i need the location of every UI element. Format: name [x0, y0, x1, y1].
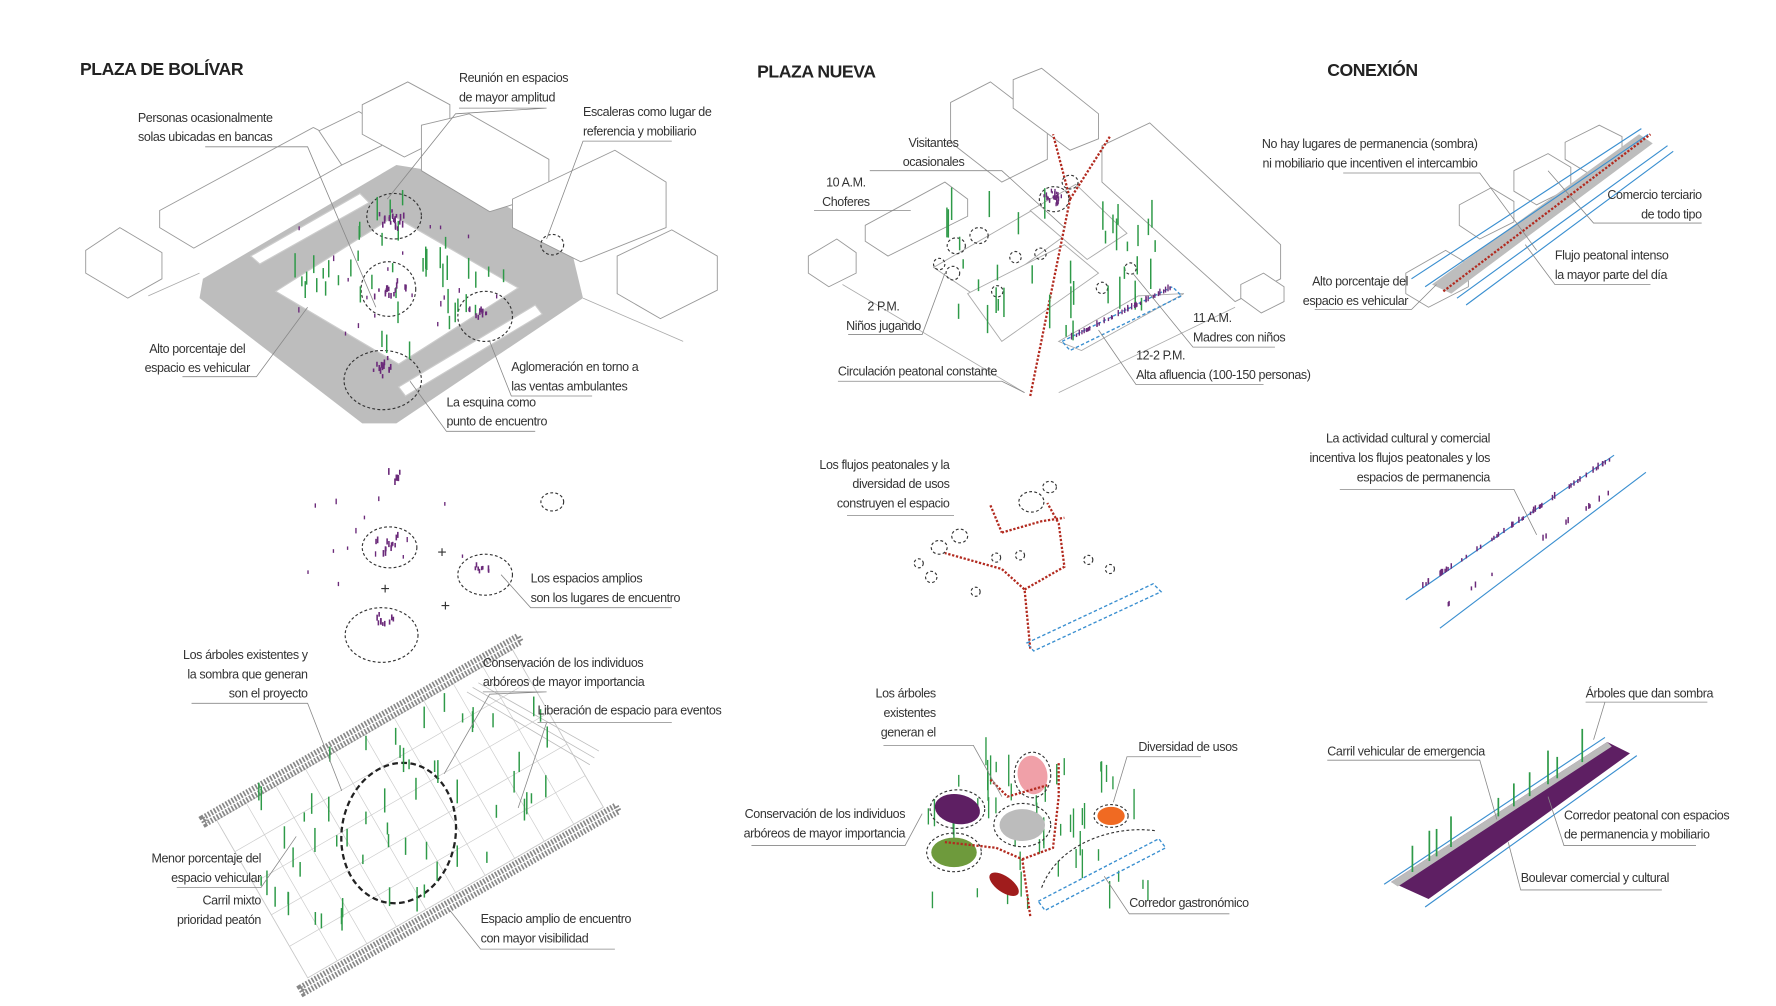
label-plaza-bolivar-carril-mixto: prioridad peatón: [177, 913, 261, 927]
label-conexion-corredor: de permanencia y mobiliario: [1564, 828, 1710, 842]
label-plaza-nueva-madres: 11 A.M.: [1193, 311, 1232, 325]
boulevard-strip: [1391, 741, 1630, 900]
label-conexion-alto-vehicular: espacio es vehicular: [1303, 294, 1409, 308]
trees: [294, 190, 505, 359]
label-conexion-boulevar: Boulevar comercial y cultural: [1521, 871, 1669, 885]
label-plaza-nueva-madres: Madres con niños: [1193, 330, 1285, 344]
label-plaza-nueva-choferes: Choferes: [822, 195, 870, 209]
plaza-square: [274, 215, 520, 365]
label-plaza-nueva-ninos: 2 P.M.: [867, 300, 899, 314]
label-plaza-bolivar-reunion: Reunión en espacios: [459, 71, 568, 85]
label-conexion-actividad: espacios de permanencia: [1357, 470, 1491, 484]
plaza-nueva-map: [807, 67, 1285, 397]
label-conexion-actividad: incentiva los flujos peatonales y los: [1309, 451, 1490, 465]
plaza-bolivar-people-diagram: + + +: [307, 468, 565, 663]
leader-lines: [176, 107, 1708, 950]
label-plaza-nueva-afluencia: 12-2 P.M.: [1136, 349, 1185, 363]
use-area-orange: [1097, 806, 1125, 826]
label-plaza-nueva-circulacion: Circulación peatonal constante: [838, 365, 997, 379]
label-plaza-bolivar-espacios-amplios: Los espacios amplios: [531, 572, 643, 586]
label-conexion-no-hay: ni mobiliario que incentiven el intercam…: [1263, 156, 1478, 170]
section-title-plaza-nueva: PLAZA NUEVA: [757, 61, 876, 81]
label-conexion-actividad: La actividad cultural y comercial: [1326, 432, 1490, 446]
label-plaza-bolivar-arboles-existentes: la sombra que generan: [187, 667, 308, 681]
use-area-red: [989, 872, 1019, 896]
label-plaza-nueva-flujos: diversidad de usos: [852, 477, 949, 491]
label-plaza-bolivar-liberacion: Liberación de espacio para eventos: [537, 704, 721, 718]
label-plaza-bolivar-menor-vehicular: espacio vehicular: [171, 871, 261, 885]
svg-text:+: +: [437, 545, 446, 562]
label-conexion-arboles-sombra: Árboles que dan sombra: [1586, 686, 1714, 701]
buildings: [807, 67, 1285, 314]
label-plaza-nueva-visitantes: ocasionales: [903, 155, 965, 169]
label-plaza-bolivar-menor-vehicular: Menor porcentaje del: [151, 852, 260, 866]
svg-text:+: +: [441, 598, 450, 615]
label-conexion-corredor: Corredor peatonal con espacios: [1564, 808, 1729, 822]
svg-text:+: +: [380, 581, 389, 598]
label-plaza-bolivar-reunion: de mayor amplitud: [459, 90, 556, 104]
label-plaza-bolivar-personas: Personas ocasionalmente: [138, 111, 273, 125]
label-conexion-no-hay: No hay lugares de permanencia (sombra): [1262, 137, 1478, 151]
label-conexion-alto-vehicular: Alto porcentaje del: [1312, 275, 1408, 289]
label-plaza-bolivar-carril-mixto: Carril mixto: [203, 894, 262, 908]
plaza-bolivar-map: [85, 81, 718, 424]
label-conexion-comercio: Comercio terciario: [1607, 188, 1702, 202]
buildings: [85, 81, 718, 320]
label-plaza-bolivar-espacio-amplio: Espacio amplio de encuentro: [481, 912, 632, 926]
event-space-circle: [340, 761, 458, 905]
label-plaza-bolivar-aglomeracion: Aglomeración en torno a: [511, 360, 638, 374]
label-plaza-bolivar-alto-vehicular: Alto porcentaje del: [149, 342, 245, 356]
label-plaza-nueva-flujos: construyen el espacio: [837, 497, 950, 511]
use-area-pink: [1017, 755, 1048, 795]
label-plaza-nueva-ninos: Niños jugando: [846, 319, 921, 333]
label-plaza-bolivar-personas: solas ubicadas en bancas: [138, 130, 272, 144]
label-plaza-nueva-gastronomico: Corredor gastronómico: [1129, 896, 1249, 910]
label-plaza-nueva-conservacion: arbóreos de mayor importancia: [744, 827, 906, 841]
label-plaza-nueva-visitantes: Visitantes: [909, 136, 959, 150]
label-plaza-bolivar-aglomeracion: las ventas ambulantes: [511, 379, 627, 393]
label-plaza-bolivar-escaleras: Escaleras como lugar de: [583, 105, 712, 119]
plaza-nueva-flows-diagram: [913, 480, 1163, 652]
label-plaza-nueva-choferes: 10 A.M.: [826, 176, 866, 190]
plaza-nueva-uses-diagram: [926, 737, 1167, 917]
label-plaza-nueva-arboles: generan el: [881, 725, 936, 739]
label-plaza-bolivar-espacios-amplios: son los lugares de encuentro: [531, 591, 681, 605]
conexion-proposal: [1383, 728, 1638, 908]
label-conexion-comercio: de todo tipo: [1641, 207, 1702, 221]
label-plaza-nueva-diversidad: Diversidad de usos: [1138, 740, 1237, 754]
vehicular-road: [1431, 134, 1653, 294]
label-plaza-nueva-flujos: Los flujos peatonales y la: [819, 458, 949, 472]
use-area-gray: [999, 809, 1046, 841]
use-area-purple: [934, 794, 980, 825]
label-plaza-bolivar-conservacion: Conservación de los individuos: [483, 656, 644, 670]
label-plaza-nueva-afluencia: Alta afluencia (100-150 personas): [1136, 368, 1311, 382]
label-plaza-bolivar-escaleras: referencia y mobiliario: [583, 124, 697, 138]
section-title-plaza-bolivar: PLAZA DE BOLÍVAR: [80, 58, 244, 79]
label-plaza-nueva-arboles: existentes: [883, 706, 935, 720]
label-conexion-flujo: Flujo peatonal intenso: [1555, 248, 1669, 262]
label-plaza-bolivar-conservacion: arbóreos de mayor importancia: [483, 675, 645, 689]
label-plaza-bolivar-arboles-existentes: son el proyecto: [229, 687, 308, 701]
label-conexion-carril: Carril vehicular de emergencia: [1327, 745, 1485, 759]
label-plaza-bolivar-esquina: punto de encuentro: [446, 415, 547, 429]
label-plaza-nueva-conservacion: Conservación de los individuos: [745, 807, 906, 821]
annotations: Reunión en espacios de mayor amplitudPers…: [138, 71, 1730, 945]
label-plaza-bolivar-alto-vehicular: espacio es vehicular: [145, 361, 251, 375]
conexion-activity: [1405, 454, 1647, 629]
label-plaza-bolivar-esquina: La esquina como: [446, 395, 536, 409]
label-plaza-nueva-arboles: Los árboles: [876, 687, 936, 701]
label-plaza-bolivar-espacio-amplio: con mayor visibilidad: [481, 931, 589, 945]
label-plaza-bolivar-arboles-existentes: Los árboles existentes y: [183, 648, 309, 662]
section-title-conexion: CONEXIÓN: [1327, 59, 1417, 80]
people: [298, 209, 498, 379]
label-conexion-flujo: la mayor parte del día: [1555, 268, 1668, 282]
